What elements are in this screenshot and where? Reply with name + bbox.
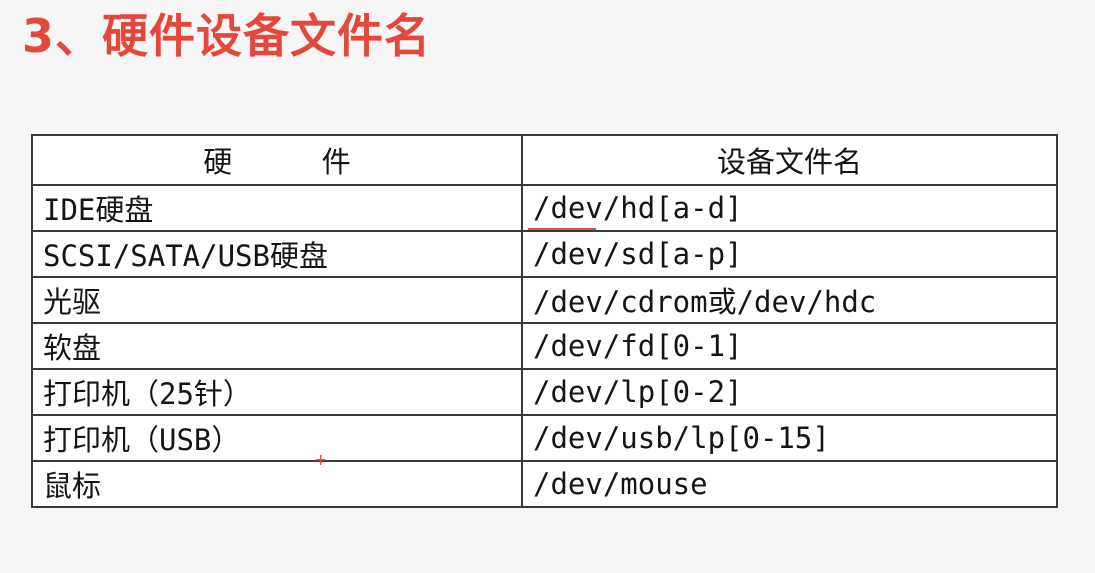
hardware-cell: IDE硬盘 — [31, 184, 523, 232]
hardware-cell: SCSI/SATA/USB硬盘 — [31, 230, 523, 278]
device-file-cell: /dev/fd[0-1] — [521, 322, 1058, 370]
table-header-row: 硬 件 设备文件名 — [31, 134, 1058, 186]
table-row: 光驱 /dev/cdrom或/dev/hdc — [31, 276, 1058, 324]
table-row: IDE硬盘 /dev/hd[a-d] — [31, 184, 1058, 232]
spellcheck-underline — [528, 228, 596, 230]
table-row: 软盘 /dev/fd[0-1] — [31, 322, 1058, 370]
header-device-file: 设备文件名 — [521, 134, 1058, 186]
hardware-cell: 打印机（USB） — [31, 414, 523, 462]
header-hardware: 硬 件 — [31, 134, 523, 186]
table-row: 打印机（USB） /dev/usb/lp[0-15] — [31, 414, 1058, 462]
table-row: SCSI/SATA/USB硬盘 /dev/sd[a-p] — [31, 230, 1058, 278]
device-file-cell: /dev/usb/lp[0-15] — [521, 414, 1058, 462]
device-file-cell: /dev/sd[a-p] — [521, 230, 1058, 278]
hardware-cell: 鼠标 — [31, 460, 523, 508]
slide-title: 3、硬件设备文件名 — [22, 9, 432, 63]
device-file-cell: /dev/lp[0-2] — [521, 368, 1058, 416]
device-file-cell: /dev/hd[a-d] — [521, 184, 1058, 232]
hardware-cell: 光驱 — [31, 276, 523, 324]
table-row: 鼠标 /dev/mouse — [31, 460, 1058, 508]
table-row: 打印机（25针） /dev/lp[0-2] — [31, 368, 1058, 416]
cursor-crosshair-icon: + — [314, 450, 328, 469]
device-file-table: 硬 件 设备文件名 IDE硬盘 /dev/hd[a-d] SCSI/SATA/U… — [31, 134, 1058, 508]
hardware-cell: 打印机（25针） — [31, 368, 523, 416]
hardware-cell: 软盘 — [31, 322, 523, 370]
device-file-cell: /dev/cdrom或/dev/hdc — [521, 276, 1058, 324]
device-file-cell: /dev/mouse — [521, 460, 1058, 508]
